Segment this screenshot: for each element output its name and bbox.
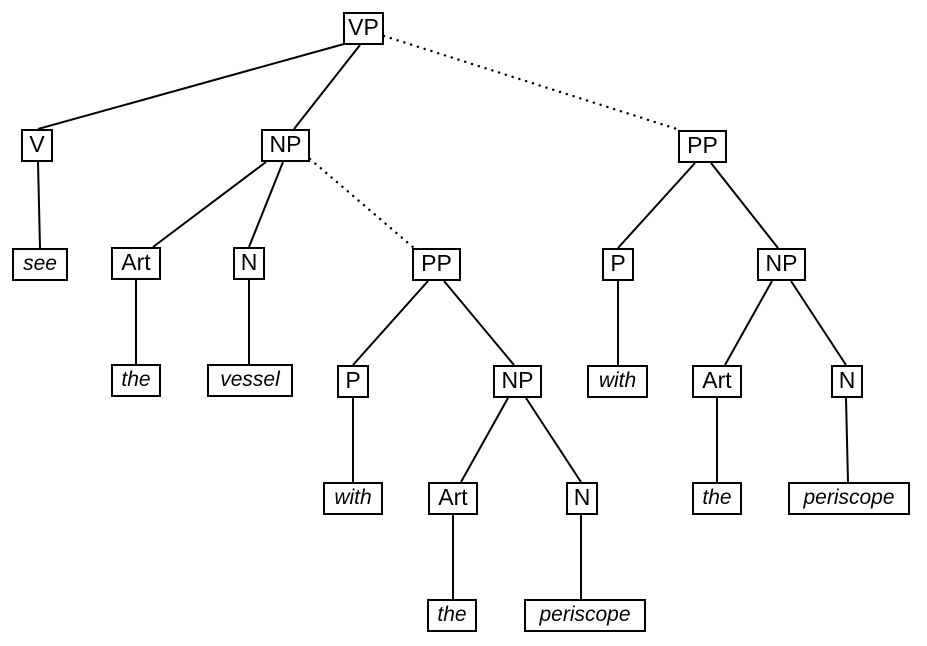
tree-node-p_mid: P — [337, 365, 369, 398]
tree-edge-pp_right-to-p_right — [617, 162, 696, 249]
tree-node-n1: N — [233, 247, 265, 280]
tree-node-v: V — [21, 129, 53, 162]
tree-node-label: Art — [121, 249, 151, 275]
tree-node-periscope_m: periscope — [524, 599, 646, 632]
tree-node-label: NP — [269, 131, 302, 157]
tree-node-label: V — [29, 131, 45, 157]
tree-edge-np1-to-art1 — [152, 161, 267, 248]
tree-node-the_m: the — [427, 599, 477, 632]
tree-node-label: vessel — [220, 368, 280, 391]
tree-node-label: N — [838, 367, 856, 393]
tree-node-label: P — [610, 250, 626, 276]
tree-node-label: Art — [702, 367, 732, 393]
tree-edge-np1-to-n1 — [248, 161, 284, 248]
tree-edge-np_right-to-art_r — [724, 280, 773, 366]
tree-node-label: periscope — [539, 603, 631, 626]
tree-edge-np_right-to-n_r — [790, 280, 847, 366]
tree-node-pp_mid: PP — [412, 248, 461, 281]
tree-node-label: N — [573, 484, 591, 510]
tree-edge-vp-to-pp_right — [382, 34, 682, 132]
tree-edge-np_mid-to-n_m — [525, 397, 582, 483]
tree-node-n_r: N — [831, 365, 863, 398]
tree-edge-pp_mid-to-np_mid — [443, 280, 515, 366]
tree-node-with_m: with — [323, 482, 383, 515]
tree-node-label: with — [334, 486, 372, 509]
tree-node-label: PP — [421, 250, 452, 276]
tree-node-with_r: with — [587, 365, 648, 398]
tree-node-label: NP — [765, 250, 798, 276]
tree-edge-np1-to-pp_mid — [308, 157, 416, 250]
tree-node-vessel: vessel — [207, 364, 293, 397]
tree-edge-np_mid-to-art_m — [460, 397, 509, 483]
tree-node-label: the — [702, 486, 732, 509]
tree-node-label: with — [598, 369, 637, 392]
tree-node-label: see — [23, 252, 57, 275]
tree-node-pp_right: PP — [678, 130, 727, 163]
tree-node-label: NP — [501, 367, 534, 393]
tree-edge-pp_right-to-np_right — [710, 162, 779, 249]
tree-edge-v-to-see — [37, 161, 41, 249]
tree-node-art_m: Art — [428, 482, 478, 515]
tree-edge-vp-to-v — [37, 43, 345, 130]
tree-node-art1: Art — [111, 247, 161, 280]
tree-edge-n_r-to-periscope_r — [845, 397, 849, 483]
tree-node-see: see — [12, 248, 68, 281]
tree-node-label: periscope — [803, 486, 895, 509]
tree-node-np_right: NP — [757, 248, 806, 281]
tree-node-label: N — [240, 249, 258, 275]
tree-node-the_r: the — [692, 482, 742, 515]
tree-node-label: PP — [687, 132, 718, 158]
tree-node-label: the — [121, 368, 151, 391]
tree-node-label: P — [345, 367, 361, 393]
tree-edge-pp_mid-to-p_mid — [352, 280, 429, 366]
tree-node-label: VP — [348, 14, 379, 40]
tree-node-np1: NP — [261, 129, 310, 162]
tree-node-vp: VP — [343, 12, 384, 45]
tree-node-periscope_r: periscope — [788, 482, 910, 515]
tree-node-the1: the — [111, 364, 161, 397]
tree-node-p_right: P — [602, 248, 634, 281]
tree-edge-vp-to-np1 — [293, 44, 361, 130]
tree-node-np_mid: NP — [493, 365, 542, 398]
tree-node-art_r: Art — [692, 365, 742, 398]
tree-node-label: Art — [438, 484, 468, 510]
tree-node-n_m: N — [566, 482, 598, 515]
tree-node-label: the — [437, 603, 467, 626]
